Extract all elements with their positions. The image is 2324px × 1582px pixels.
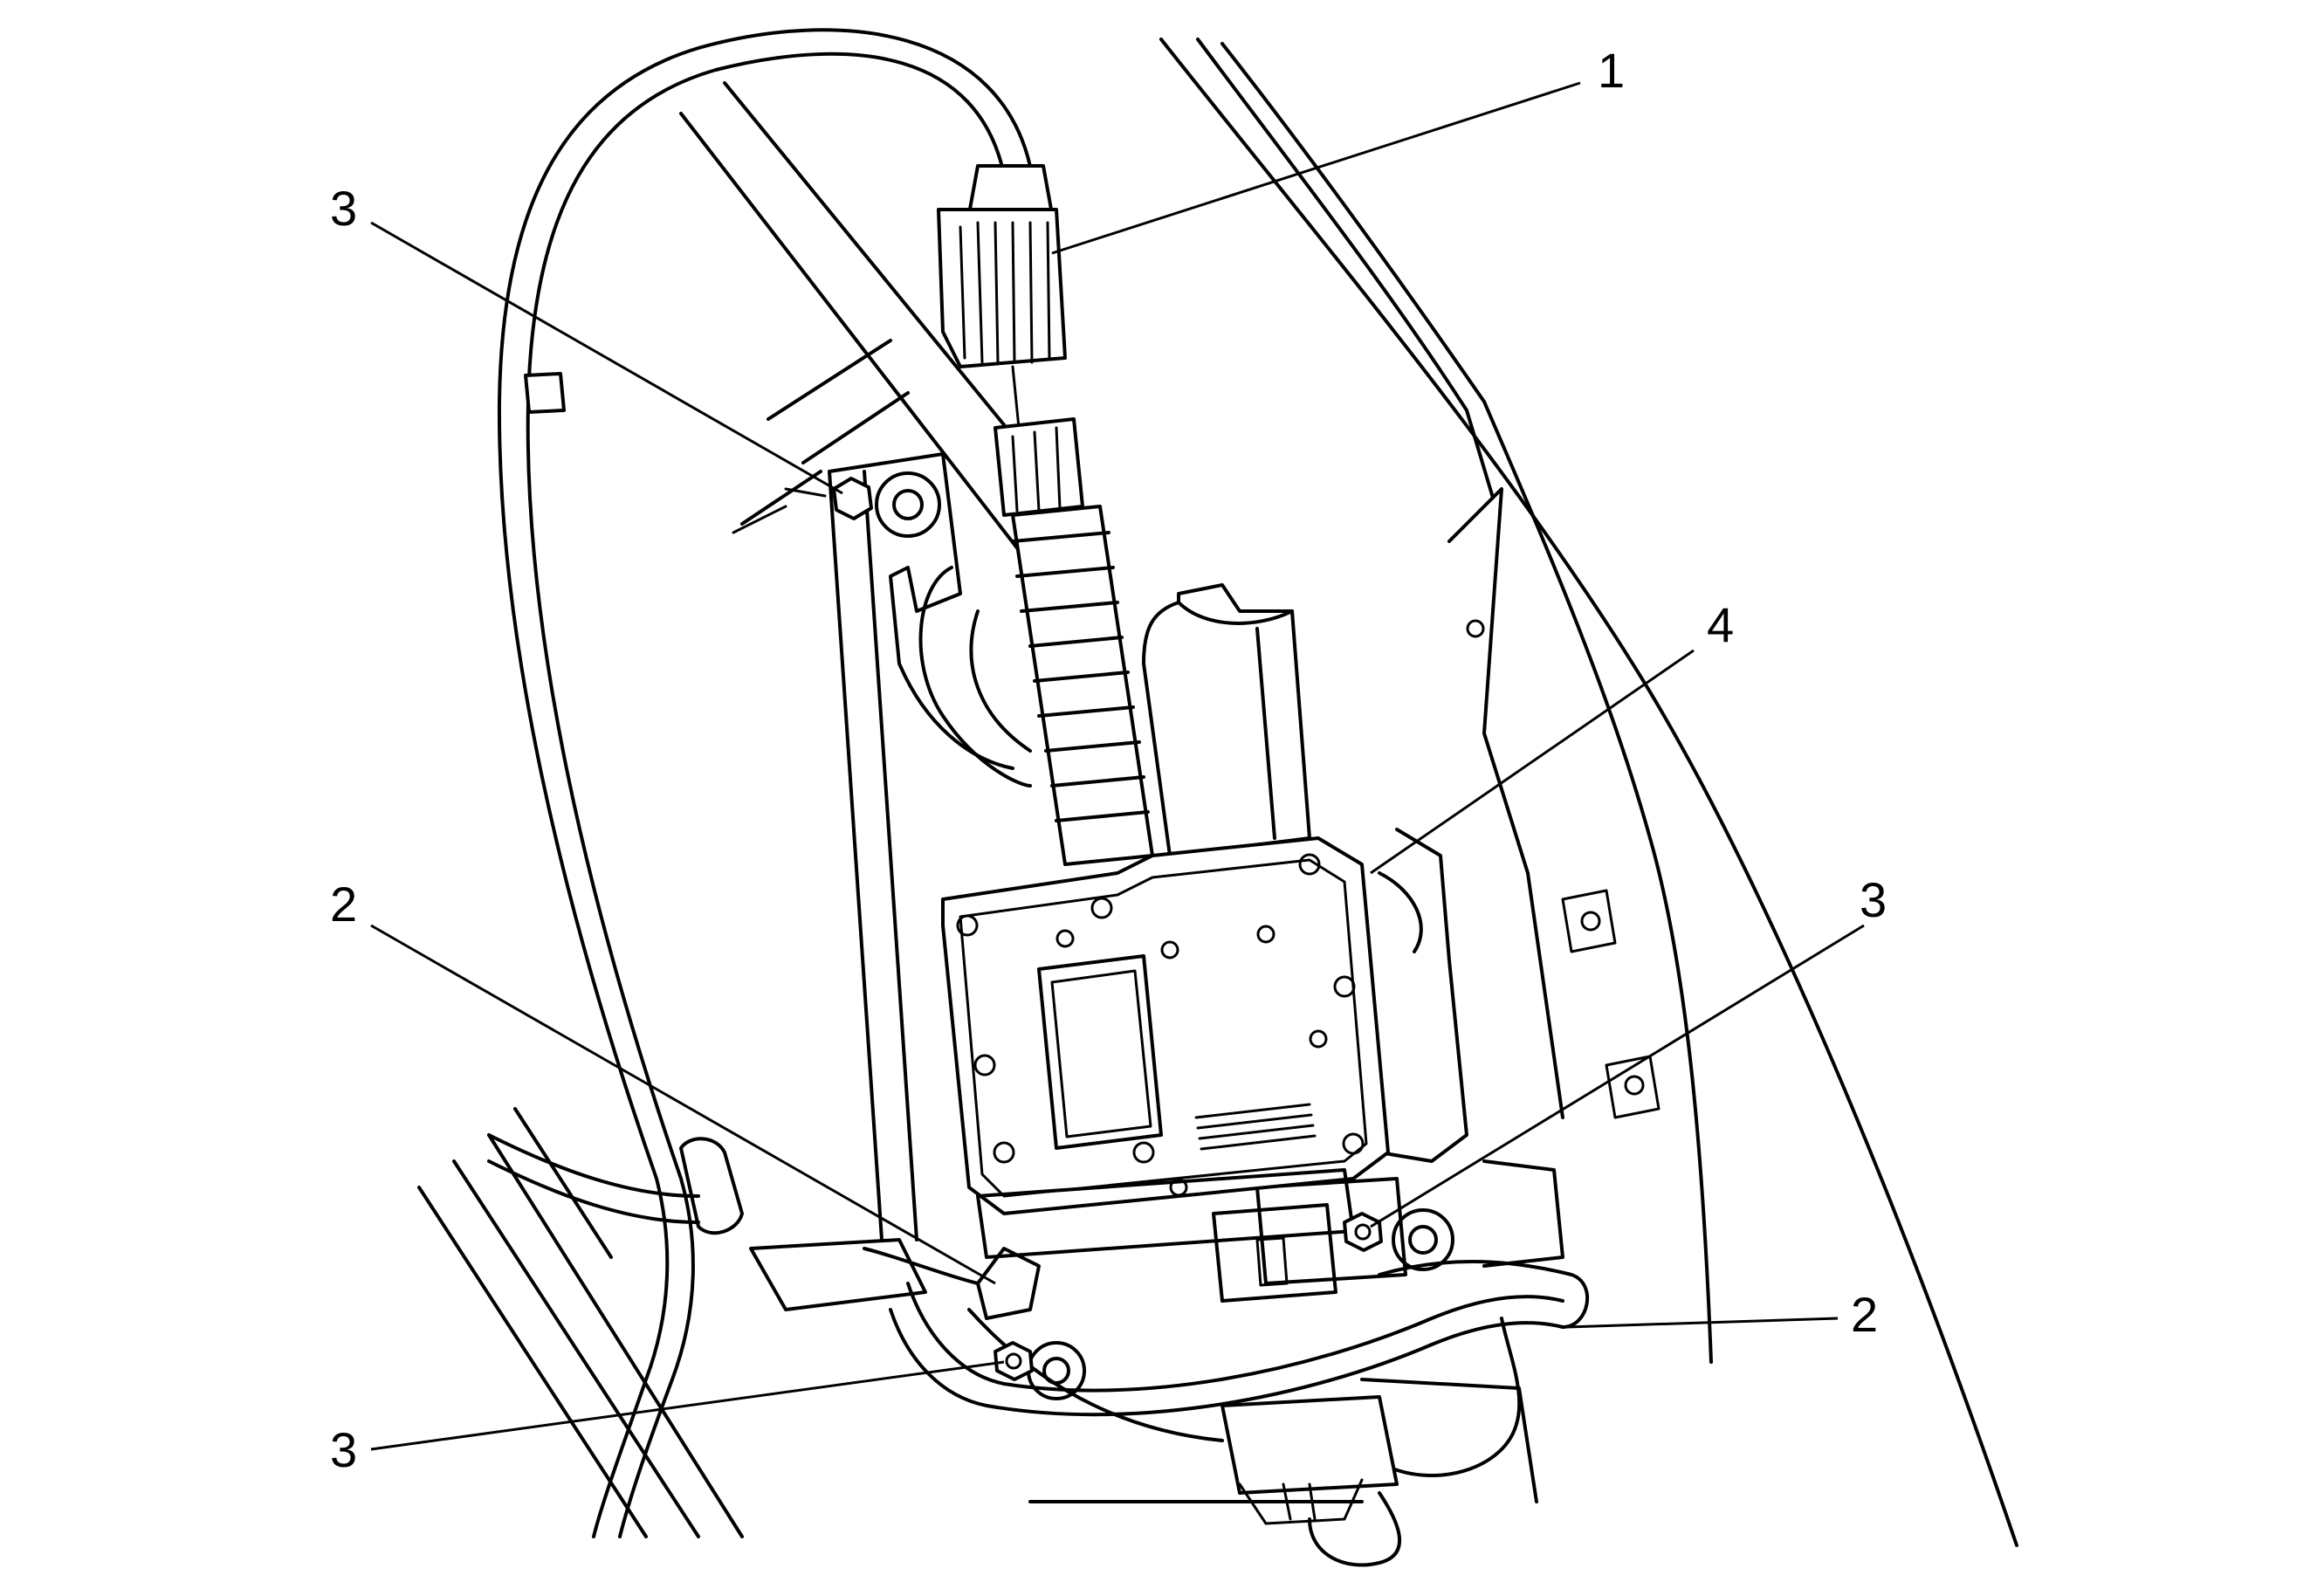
mounting-nuts [732, 477, 1383, 1381]
leader-1 [1051, 81, 1581, 255]
callout-3-right: 3 [1860, 872, 1887, 927]
leader-3c [370, 1360, 1005, 1451]
leader-2b [1566, 1317, 1839, 1329]
callout-2-right: 2 [1851, 1287, 1878, 1342]
leader-2a [370, 924, 996, 1285]
leader-3b [1370, 924, 1865, 1228]
drive-spindle [994, 417, 1154, 866]
leader-lines [370, 81, 1865, 1451]
cable-left [487, 28, 1034, 1538]
leader-3a [370, 221, 843, 495]
callout-3-bottom-left: 3 [330, 1422, 357, 1477]
callout-2-left: 2 [330, 877, 357, 932]
motor [1142, 583, 1311, 857]
callout-labels: 1 3 4 2 3 2 3 [330, 43, 1887, 1477]
callout-1: 1 [1598, 43, 1625, 98]
body-panel-lines [417, 38, 2018, 1547]
mounting-bracket [828, 452, 1564, 1400]
cable-connector [937, 164, 1067, 456]
callout-4: 4 [1707, 597, 1734, 652]
wiring-harness [863, 1247, 1589, 1567]
control-module [941, 836, 1423, 1303]
callout-3-top-left: 3 [330, 181, 357, 236]
leader-4 [1370, 649, 1695, 875]
